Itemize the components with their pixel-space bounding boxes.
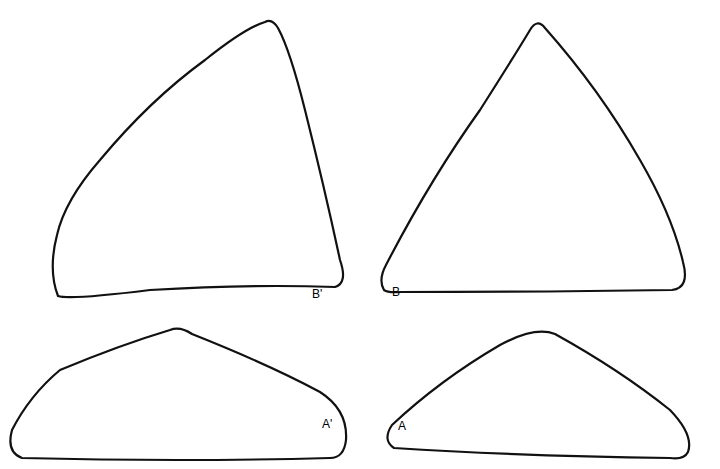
outline-shape: B (372, 12, 697, 302)
outline-shape: A (376, 320, 698, 465)
outline-path (53, 21, 343, 297)
outline-path (387, 332, 689, 459)
outline-shape: B' (40, 12, 355, 304)
shape-label: A (398, 420, 406, 432)
outline-shape-svg (372, 12, 697, 302)
outline-shape-svg (376, 320, 698, 465)
outline-shape-svg (2, 318, 354, 466)
outline-path (381, 23, 685, 292)
shape-label: A' (322, 418, 332, 430)
shape-label: B (392, 286, 400, 298)
shape-label: B' (312, 288, 322, 300)
outline-path (10, 329, 346, 460)
outline-shape-svg (40, 12, 355, 304)
outline-shape: A' (2, 318, 354, 466)
